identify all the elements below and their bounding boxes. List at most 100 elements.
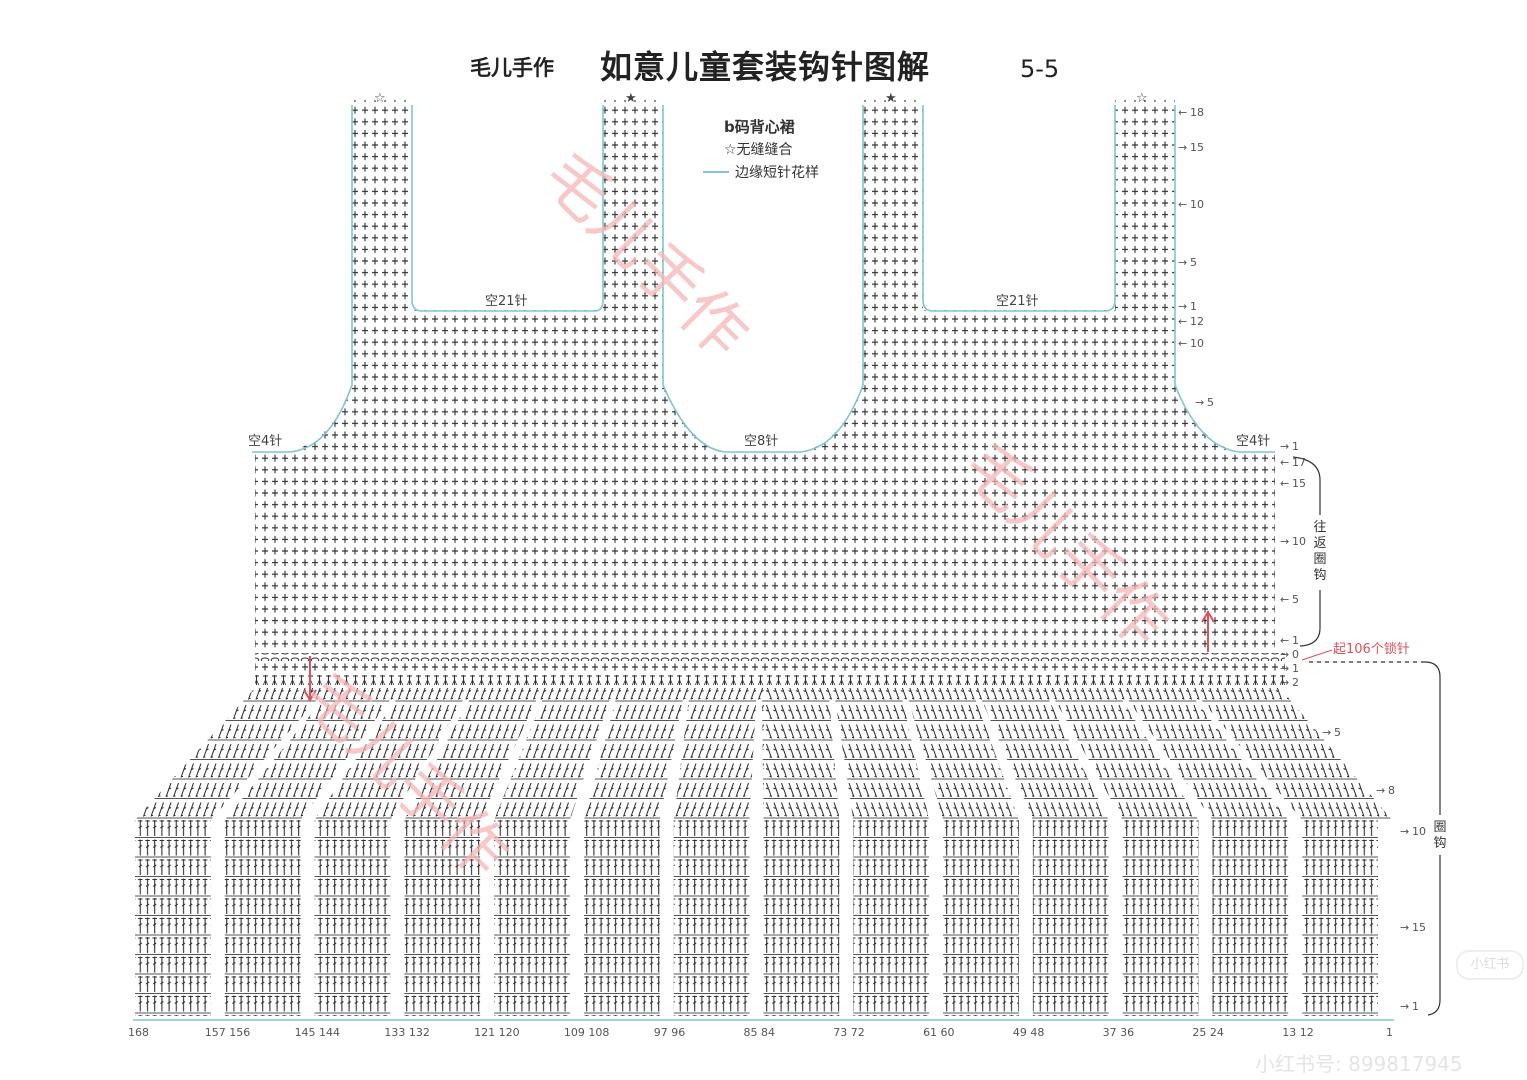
- page-number: 5-5: [1020, 55, 1060, 83]
- row-arrow-icon: →: [1400, 921, 1409, 934]
- skirt-panel: [135, 820, 211, 1016]
- skirt-panel: [494, 820, 570, 1016]
- direction-arrow-up: [1201, 610, 1215, 652]
- edge-left: [252, 105, 353, 453]
- row-arrow-icon: →: [1280, 440, 1289, 453]
- row-arrow-icon: →: [1280, 662, 1289, 675]
- skirt-panel-gap: [480, 700, 543, 820]
- row-arrow-icon: →: [1178, 141, 1187, 154]
- skirt-panel: [673, 820, 750, 1016]
- watermark-logo: 小红书: [1456, 950, 1524, 980]
- skirt-panel: [224, 820, 301, 1016]
- edge-neck-right: [922, 105, 1116, 312]
- skirt-panel-gap: [390, 700, 470, 820]
- row-number: 2: [1292, 676, 1299, 689]
- stitch-count-label: 61 60: [923, 1026, 955, 1039]
- stitch-count-label: 109 108: [564, 1026, 610, 1039]
- skirt-panel: [314, 820, 391, 1016]
- row-number: 1: [1190, 300, 1197, 313]
- row-number: 1: [1292, 634, 1299, 647]
- row-arrow-icon: →: [1400, 825, 1409, 838]
- row-arrow-icon: ←: [1178, 198, 1187, 211]
- direction-arrow-down: [303, 656, 317, 702]
- row-arrow-icon: ←: [1280, 456, 1289, 469]
- skirt-panel-gap: [1122, 700, 1213, 820]
- row-number: 10: [1190, 198, 1204, 211]
- stitch-count-label: 73 72: [833, 1026, 865, 1039]
- row-number: 15: [1412, 921, 1426, 934]
- strap-marker-3: ★: [885, 91, 897, 106]
- edge-right: [1174, 105, 1275, 453]
- row-arrow-icon: →: [1280, 535, 1289, 548]
- skirt-panel-gap: [975, 700, 1033, 820]
- bodice-shape: [255, 100, 1275, 650]
- skirt-row-1: [255, 662, 1285, 672]
- gap-neck-left: 空21针: [485, 294, 528, 309]
- legend-size: b码背心裙: [724, 118, 795, 136]
- row-arrow-icon: →: [1280, 648, 1289, 661]
- edge-neck-left: [411, 105, 604, 312]
- page-title: 如意儿童套装钩针图解: [600, 48, 931, 86]
- row-number: 5: [1207, 396, 1214, 409]
- row-arrow-icon: →: [1322, 726, 1331, 739]
- round-bracket: [1305, 661, 1441, 1016]
- skirt-panel: [763, 820, 840, 1016]
- stitch-count-label: 145 144: [295, 1026, 341, 1039]
- watermark-footer: 小红书号: 899817945: [1255, 1052, 1463, 1076]
- row-labels: ←18→15←10→5→1←12←10→5→1←17←15→10←5←1→0→1…: [1178, 106, 1426, 1013]
- gap-arm-left: 空4针: [248, 434, 282, 449]
- skirt-panel-gap: [902, 700, 944, 820]
- legend-seam: ☆无缝缝合: [724, 142, 793, 158]
- strap-marker-1: ☆: [374, 91, 386, 106]
- row-number: 10: [1292, 535, 1306, 548]
- row-number: 1: [1292, 662, 1299, 675]
- skirt-panel-gap: [749, 700, 764, 820]
- row-arrow-icon: ←: [1280, 634, 1289, 647]
- row-arrow-icon: →: [1280, 676, 1289, 689]
- row-number: 18: [1190, 106, 1204, 119]
- skirt-panel-gap: [659, 700, 689, 820]
- stitch-count-label: 168: [128, 1026, 149, 1039]
- row-arrow-icon: →: [1178, 300, 1187, 313]
- chain-row: [255, 653, 1285, 661]
- row-arrow-icon: ←: [1178, 106, 1187, 119]
- skirt-panel: [943, 820, 1019, 1016]
- skirt-panel: [1032, 820, 1109, 1016]
- bodice-stitch-grid: [255, 100, 1275, 650]
- skirt-panel-gap: [300, 700, 397, 820]
- gap-arm-right: 空4针: [1236, 434, 1270, 449]
- stitch-count-label: 13 12: [1282, 1026, 1314, 1039]
- skirt-panel: [1302, 820, 1378, 1016]
- chain-start-leader: [1301, 649, 1333, 661]
- skirt-panel: [853, 820, 930, 1016]
- row-arrow-icon: →: [1178, 256, 1187, 269]
- skirt-panel: [404, 820, 481, 1016]
- gap-neck-right: 空21针: [996, 294, 1039, 309]
- stitch-count-label: 25 24: [1192, 1026, 1224, 1039]
- row-number: 1: [1292, 440, 1299, 453]
- round-label: 圈钩: [1433, 820, 1447, 851]
- row-arrow-icon: →: [1400, 1000, 1409, 1013]
- stitch-count-label: 49 48: [1013, 1026, 1045, 1039]
- stitch-count-label: 121 120: [474, 1026, 519, 1039]
- row-arrow-icon: →: [1376, 784, 1385, 797]
- legend-edge: 边缘短针花样: [735, 165, 819, 181]
- skirt-panel-gap: [1048, 700, 1123, 820]
- back-forth-bracket: [1292, 456, 1321, 647]
- edge-arm-middle: [662, 105, 864, 453]
- back-forth-label: 往返圈钩: [1313, 520, 1327, 583]
- row-number: 5: [1334, 726, 1341, 739]
- strap-marker-2: ★: [625, 91, 637, 106]
- row-number: 10: [1412, 825, 1426, 838]
- strap-marker-4: ☆: [1136, 91, 1148, 106]
- row-arrow-icon: ←: [1178, 337, 1187, 350]
- row-number: 5: [1292, 593, 1299, 606]
- stitch-count-label: 133 132: [384, 1026, 430, 1039]
- legend-edge-swatch: [703, 171, 729, 173]
- row-number: 1: [1412, 1000, 1419, 1013]
- row-number: 15: [1190, 141, 1204, 154]
- stitch-count-label: 157 156: [205, 1026, 251, 1039]
- row-number: 8: [1388, 784, 1395, 797]
